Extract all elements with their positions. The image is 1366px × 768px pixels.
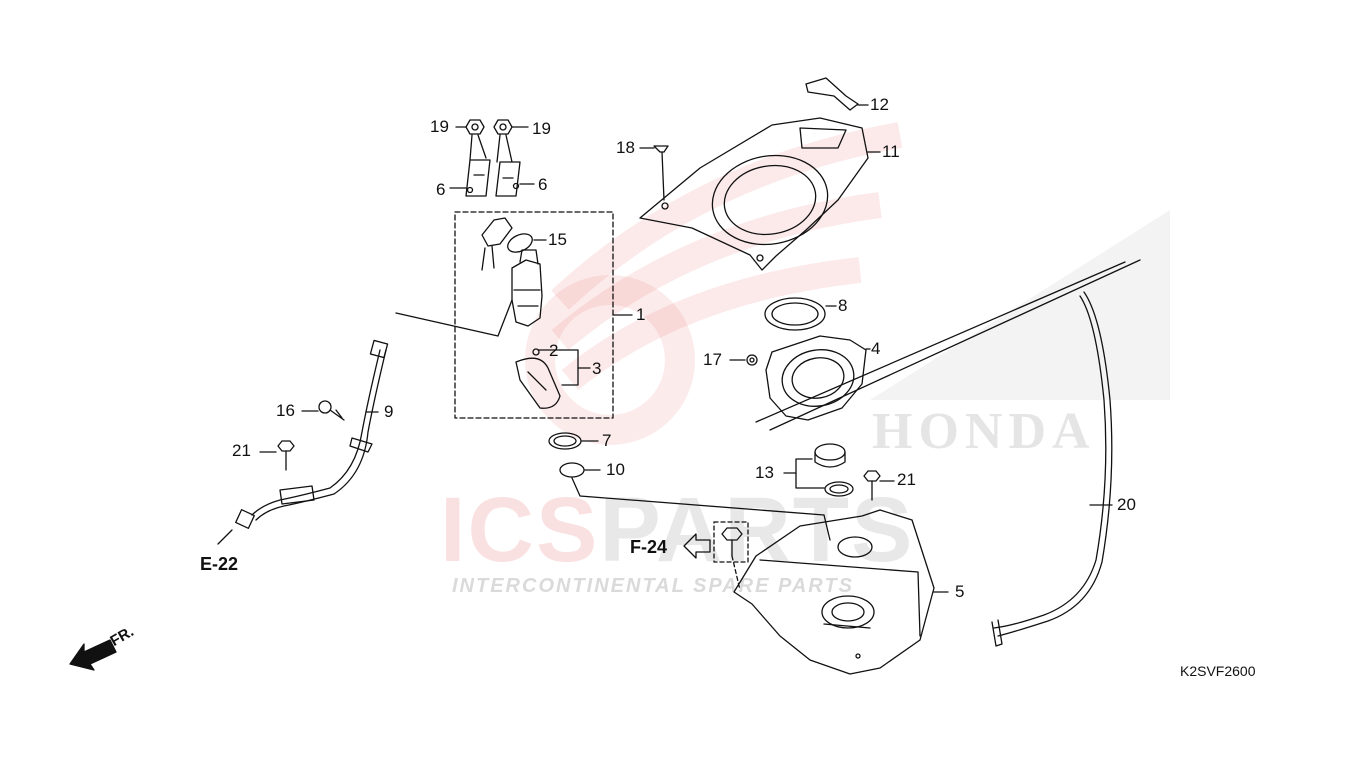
part-12-clip <box>805 77 859 111</box>
callout-4: 4 <box>871 339 881 358</box>
part-10-oring <box>559 462 585 478</box>
callout-3: 3 <box>592 359 602 378</box>
assembly-bracket-box <box>454 211 614 419</box>
callout-16: 16 <box>276 401 295 420</box>
callout-19-right: 19 <box>532 119 551 138</box>
part-17-grommet <box>746 354 758 366</box>
part-13-seal <box>824 481 854 497</box>
callout-15: 15 <box>548 230 567 249</box>
part-18-pin <box>653 145 669 201</box>
part-19-nut-right <box>493 119 513 135</box>
callout-7: 7 <box>602 431 612 450</box>
part-15-connector <box>481 217 533 271</box>
part-5-fuel-tank <box>733 509 935 675</box>
part-7-gasket <box>548 432 582 450</box>
callout-1: 1 <box>636 305 646 324</box>
callout-6-right: 6 <box>538 175 548 194</box>
callout-9: 9 <box>384 402 394 421</box>
callout-10: 10 <box>606 460 625 479</box>
part-2-oring <box>532 348 540 356</box>
callout-20: 20 <box>1117 495 1136 514</box>
callout-17: 17 <box>703 350 722 369</box>
callout-12: 12 <box>870 95 889 114</box>
callout-8: 8 <box>838 296 848 315</box>
part-16-bolt <box>318 400 345 421</box>
part-3-plate <box>515 357 561 409</box>
front-arrow <box>69 639 117 671</box>
part-6-bracket-left <box>465 159 491 197</box>
callout-13: 13 <box>755 463 774 482</box>
part-8-ring <box>764 297 826 331</box>
f24-arrow <box>683 533 711 559</box>
part-9-hose <box>235 339 389 529</box>
callout-19-left: 19 <box>430 117 449 136</box>
part-11-cover <box>639 117 869 271</box>
callout-18: 18 <box>616 138 635 157</box>
part-20-breather-hose <box>991 291 1113 647</box>
watermark-honda: HONDA <box>872 403 1096 460</box>
diagram-code: K2SVF2600 <box>1180 663 1256 679</box>
ref-e22[interactable]: E-22 <box>200 554 239 574</box>
callout-5: 5 <box>955 582 965 601</box>
watermark-tagline: INTERCONTINENTAL SPARE PARTS <box>452 575 854 597</box>
callout-21-right: 21 <box>897 470 916 489</box>
callout-2: 2 <box>549 341 559 360</box>
part-19-nut-left <box>465 119 485 135</box>
callout-21-left: 21 <box>232 441 251 460</box>
f24-bolt <box>721 527 743 557</box>
fuel-pump-unit <box>511 249 543 327</box>
callout-6-left: 6 <box>436 180 446 199</box>
part-13-cap <box>814 443 846 468</box>
ref-f24[interactable]: F-24 <box>630 537 668 557</box>
f24-dashed-box <box>713 521 749 563</box>
part-6-bracket-right <box>495 161 521 197</box>
callout-11: 11 <box>882 142 900 161</box>
watermark-brand: ICSPARTS <box>440 479 915 581</box>
part-21-bolt-right <box>863 470 881 501</box>
part-4-holder <box>765 335 867 421</box>
part-21-bolt-left <box>277 440 295 471</box>
